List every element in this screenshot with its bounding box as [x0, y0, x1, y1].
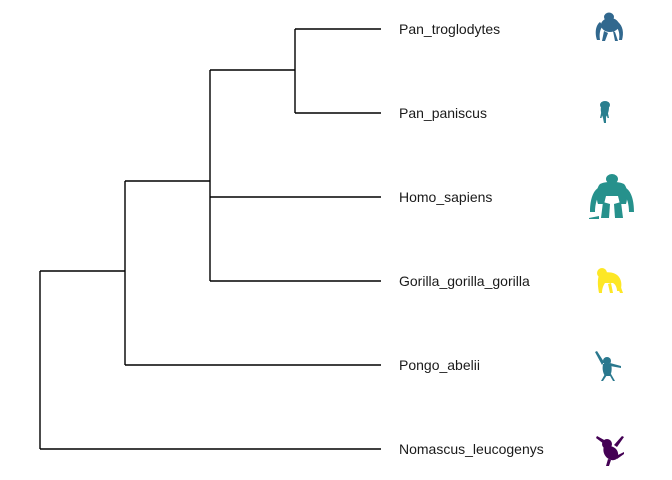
tip-silhouettes	[589, 12, 634, 466]
human-silhouette-icon	[589, 174, 634, 219]
tip-label: Pongo_abelii	[399, 357, 480, 373]
gorilla-silhouette-icon	[597, 268, 623, 293]
tip-label: Pan_troglodytes	[399, 21, 500, 37]
orangutan-silhouette-icon	[595, 351, 621, 381]
tip-labels: Pan_troglodytes Pan_paniscus Homo_sapien…	[399, 21, 544, 457]
tip-label: Gorilla_gorilla_gorilla	[399, 273, 530, 289]
tree-branches	[39, 28, 381, 450]
bonobo-silhouette-icon	[600, 101, 610, 123]
tip-label: Nomascus_leucogenys	[399, 441, 544, 457]
tip-label: Homo_sapiens	[399, 189, 492, 205]
gibbon-silhouette-icon	[596, 436, 624, 466]
chimpanzee-silhouette-icon	[595, 12, 623, 41]
tip-label: Pan_paniscus	[399, 105, 487, 121]
